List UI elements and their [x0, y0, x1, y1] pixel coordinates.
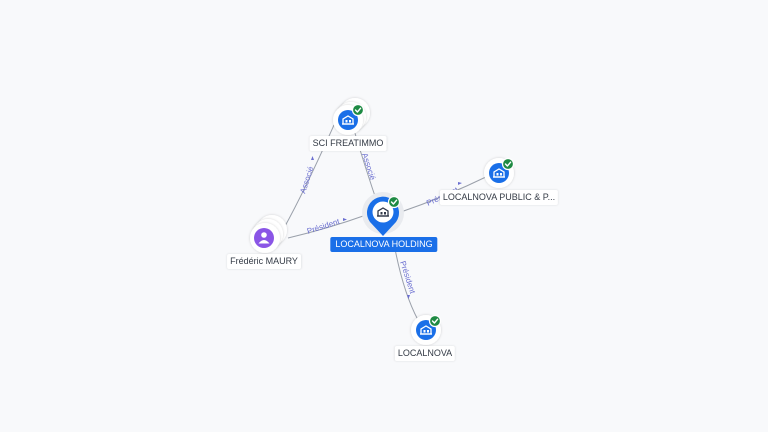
- edge-frederic-holding: [287, 214, 367, 239]
- node-localnova[interactable]: [411, 314, 442, 345]
- arrow-holding-localnova: [407, 295, 410, 299]
- node-label-localnova-public[interactable]: LOCALNOVA PUBLIC & P...: [439, 190, 559, 205]
- arrow-frederic-sci: [311, 156, 314, 160]
- verified-check-icon: [387, 195, 401, 209]
- verified-check-icon: [351, 103, 365, 117]
- node-label-localnova-holding[interactable]: LOCALNOVA HOLDING: [330, 237, 438, 252]
- node-label-sci-freatimmo[interactable]: SCI FREATIMMO: [309, 136, 387, 151]
- edge-label-sci-holding: Associé: [360, 152, 377, 182]
- arrow-frederic-holding: [343, 218, 347, 221]
- node-localnova-public[interactable]: [484, 157, 515, 188]
- edge-label-frederic-holding: Président: [306, 217, 342, 236]
- verified-check-icon: [428, 314, 442, 328]
- arrow-holding-public: [458, 182, 462, 185]
- node-label-frederic-maury[interactable]: Frédéric MAURY: [227, 254, 301, 269]
- edge-label-frederic-sci: Associé: [298, 165, 315, 195]
- node-sci-freatimmo[interactable]: [333, 98, 370, 135]
- node-frederic-maury[interactable]: [250, 215, 287, 253]
- edge-label-holding-localnova: Président: [398, 260, 417, 296]
- verified-check-icon: [501, 157, 515, 171]
- node-localnova-holding[interactable]: [362, 192, 404, 236]
- node-label-localnova[interactable]: LOCALNOVA: [394, 346, 456, 361]
- building-icon: [377, 207, 389, 217]
- company-node-circle: [338, 110, 358, 130]
- person-icon: [258, 232, 270, 244]
